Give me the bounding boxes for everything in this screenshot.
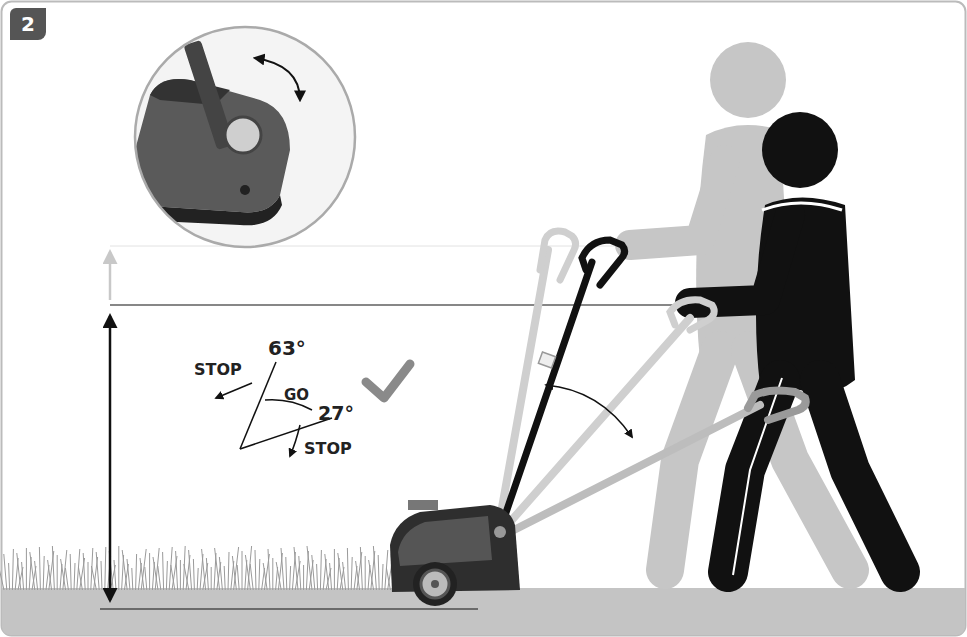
grass-stroke bbox=[197, 568, 198, 590]
grass-stroke bbox=[232, 556, 236, 590]
grass-stroke bbox=[211, 567, 212, 590]
grass-stroke bbox=[382, 564, 383, 590]
grass-stroke bbox=[171, 565, 175, 590]
grass-stroke bbox=[158, 566, 161, 590]
grass-stroke bbox=[330, 563, 332, 590]
grass-stroke bbox=[245, 555, 250, 590]
grass-stroke bbox=[369, 560, 374, 590]
grass-stroke bbox=[166, 561, 167, 590]
grass-stroke bbox=[96, 552, 99, 590]
grass-stroke bbox=[317, 564, 318, 590]
grass-stroke bbox=[272, 558, 273, 590]
grass-stroke bbox=[347, 548, 348, 590]
grass-stroke bbox=[176, 551, 178, 590]
grass-stroke bbox=[286, 557, 287, 590]
grass-stroke bbox=[9, 563, 10, 590]
grass-stroke bbox=[61, 559, 66, 590]
grass-stroke bbox=[237, 565, 239, 590]
grass-stroke bbox=[57, 555, 58, 590]
grass-stroke bbox=[255, 550, 256, 590]
grass-stroke bbox=[26, 548, 27, 590]
grass-stroke bbox=[48, 560, 52, 590]
grass-stroke bbox=[378, 555, 379, 590]
grass-stroke bbox=[202, 549, 206, 590]
grass-stroke bbox=[303, 565, 304, 590]
grass-stroke bbox=[91, 566, 96, 590]
grass-stroke bbox=[312, 555, 315, 590]
grass-stroke bbox=[88, 562, 89, 590]
grass-stroke bbox=[219, 557, 222, 590]
grass-stroke bbox=[163, 552, 164, 590]
grass-stroke bbox=[320, 550, 321, 590]
grass-stroke bbox=[39, 547, 40, 590]
grass-stroke bbox=[4, 554, 7, 590]
angle-value: 63° bbox=[268, 338, 306, 358]
grass-stroke bbox=[35, 561, 38, 590]
grass-stroke bbox=[189, 550, 192, 590]
grass-stroke bbox=[276, 562, 281, 590]
grass-stroke bbox=[351, 557, 352, 590]
grass-stroke bbox=[65, 568, 68, 590]
grass-stroke bbox=[290, 566, 291, 590]
grass-stroke bbox=[224, 566, 225, 590]
grass-stroke bbox=[77, 549, 80, 590]
grass-stroke bbox=[360, 547, 362, 590]
angle-value: 27° bbox=[318, 404, 354, 423]
grass-stroke bbox=[22, 562, 24, 590]
grass-stroke bbox=[365, 556, 366, 590]
grass-stroke bbox=[281, 548, 284, 590]
grass-stroke bbox=[373, 546, 376, 590]
grass-stroke bbox=[149, 553, 150, 590]
grass-stroke bbox=[193, 559, 194, 590]
grass-stroke bbox=[132, 568, 133, 590]
grass-stroke bbox=[206, 558, 208, 590]
grass-stroke bbox=[114, 560, 116, 590]
grass-stroke bbox=[242, 551, 243, 590]
grass-stroke bbox=[334, 549, 335, 590]
stop-label: STOP bbox=[304, 441, 352, 457]
grass-stroke bbox=[0, 568, 4, 590]
grass-stroke bbox=[43, 556, 44, 590]
grass-stroke bbox=[74, 563, 75, 590]
figure-number: 2 bbox=[10, 8, 46, 40]
grass-stroke bbox=[215, 548, 220, 590]
grass-stroke bbox=[184, 564, 189, 590]
grass-stroke bbox=[386, 568, 390, 590]
grass-stroke bbox=[122, 550, 127, 590]
grass-stroke bbox=[268, 549, 270, 590]
grass-stroke bbox=[105, 547, 106, 590]
grass-stroke bbox=[70, 554, 71, 590]
grass-stroke bbox=[118, 546, 119, 590]
grass-stroke bbox=[17, 553, 21, 590]
grass-stroke bbox=[78, 567, 82, 590]
grass-stroke bbox=[259, 559, 260, 590]
grass-stroke bbox=[83, 553, 85, 590]
grass-stroke bbox=[140, 558, 144, 590]
grass-stroke bbox=[145, 567, 147, 590]
grass-stroke bbox=[263, 563, 267, 590]
grass-stroke bbox=[101, 561, 102, 590]
grass-stroke bbox=[180, 560, 181, 590]
grass-stroke bbox=[343, 562, 346, 590]
grass-stroke bbox=[30, 552, 35, 590]
grass-stroke bbox=[299, 556, 301, 590]
grass-stroke bbox=[325, 554, 329, 590]
grass-stroke bbox=[136, 554, 137, 590]
grass-stroke bbox=[153, 557, 158, 590]
grass-stroke bbox=[338, 553, 343, 590]
grass-stroke bbox=[228, 552, 229, 590]
grass-stroke bbox=[356, 561, 360, 590]
grass-stroke bbox=[250, 564, 253, 590]
grass-stroke bbox=[52, 546, 54, 590]
grass-stroke bbox=[12, 549, 13, 590]
grass-stroke bbox=[294, 547, 298, 590]
grass-stroke bbox=[307, 546, 312, 590]
grass-stroke bbox=[127, 559, 130, 590]
go-label: GO bbox=[284, 388, 309, 403]
stop-label: STOP bbox=[194, 362, 242, 378]
